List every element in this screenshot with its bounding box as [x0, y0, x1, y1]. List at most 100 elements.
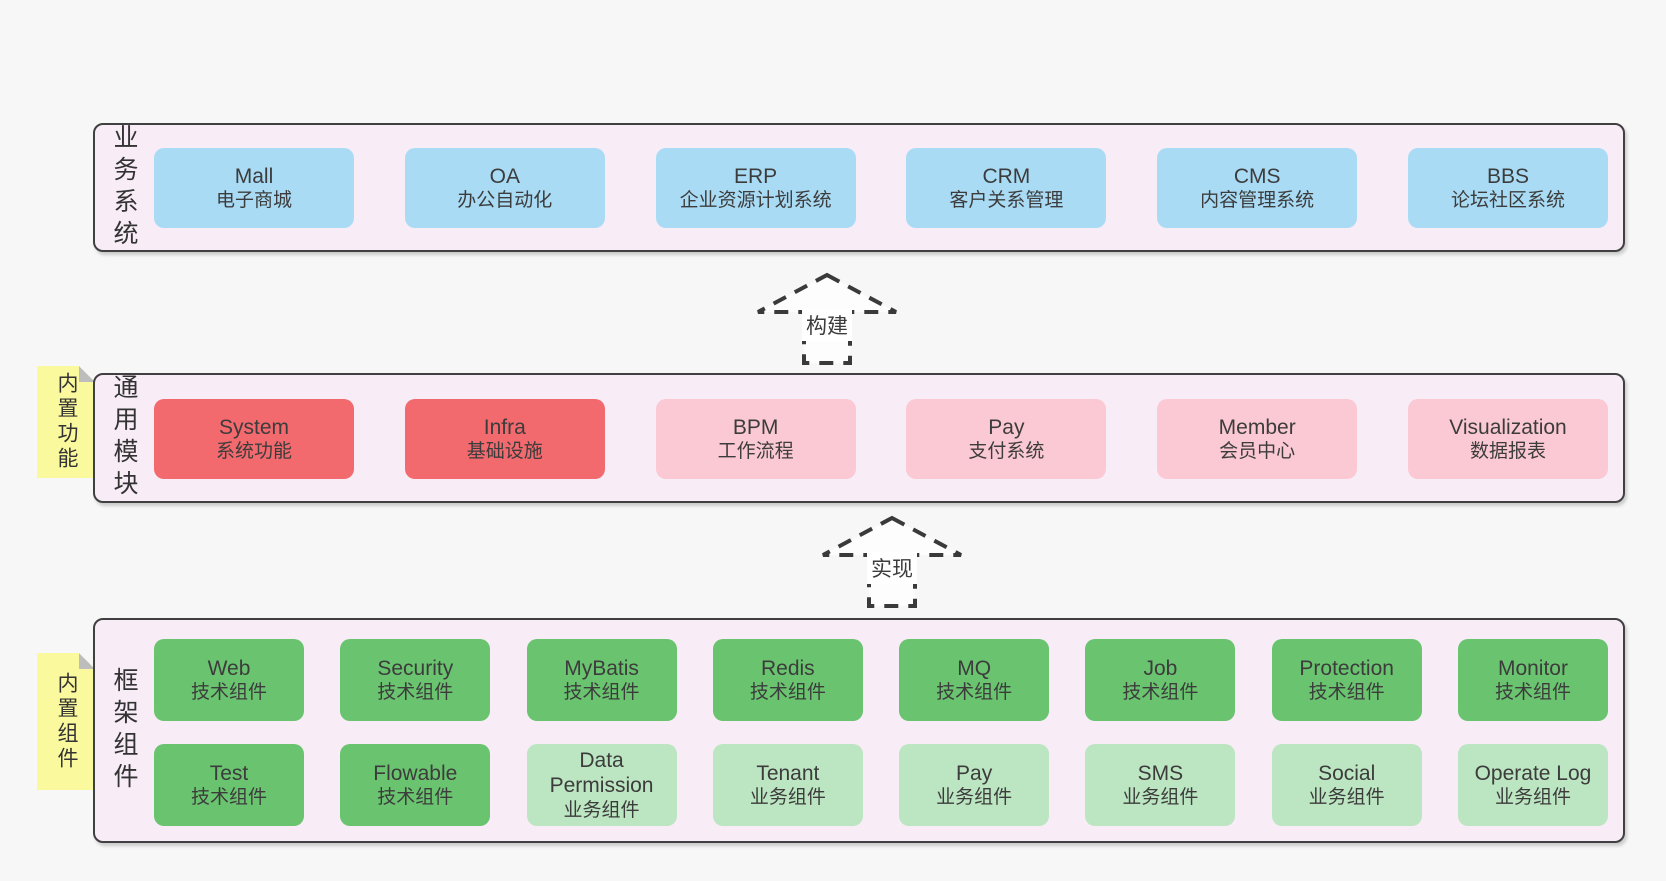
- box-title: System: [218, 415, 289, 439]
- box-subtitle: 数据报表: [1469, 441, 1546, 463]
- box-subtitle: 技术组件: [190, 787, 267, 809]
- box-subtitle: 会员中心: [1219, 441, 1296, 463]
- box-title: Protection: [1299, 656, 1394, 680]
- box-subtitle: 技术组件: [936, 682, 1013, 704]
- box-title: MyBatis: [564, 656, 639, 680]
- build-arrow-label: 构建: [802, 309, 852, 341]
- builtin-components-note-label: 内置组件: [55, 671, 78, 772]
- box-title: Pay: [988, 415, 1025, 439]
- box-subtitle: 技术组件: [749, 682, 826, 704]
- box-title: ERP: [734, 164, 778, 188]
- box-title: CRM: [982, 164, 1031, 188]
- box-subtitle: 业务组件: [936, 787, 1013, 809]
- box-title: Redis: [760, 656, 815, 680]
- builtin-features-note: 内置功能: [37, 366, 95, 478]
- box-title: Pay: [956, 761, 993, 785]
- box-subtitle: 技术组件: [1494, 682, 1571, 704]
- box-title: CMS: [1233, 164, 1281, 188]
- box-subtitle: 系统功能: [215, 441, 292, 463]
- box-subtitle: 基础设施: [466, 441, 543, 463]
- box-title: Flowable: [373, 761, 458, 785]
- band-modules-label: 通用模块: [110, 374, 138, 502]
- box-subtitle: 业务组件: [749, 787, 826, 809]
- builtin-features-note-label: 内置功能: [55, 372, 78, 472]
- box-title: Job: [1143, 656, 1178, 680]
- box-title: Data Permission: [549, 748, 654, 798]
- box-subtitle: 技术组件: [563, 682, 640, 704]
- box-subtitle: 内容管理系统: [1200, 190, 1315, 212]
- box-title: Tenant: [756, 761, 820, 785]
- box-subtitle: 技术组件: [190, 682, 267, 704]
- box-title: Web: [207, 656, 251, 680]
- box-subtitle: 支付系统: [968, 441, 1045, 463]
- box-subtitle: 企业资源计划系统: [679, 190, 832, 212]
- box-subtitle: 业务组件: [1308, 787, 1385, 809]
- box-subtitle: 论坛社区系统: [1450, 190, 1565, 212]
- box-subtitle: 技术组件: [1308, 682, 1385, 704]
- box-title: BPM: [732, 415, 779, 439]
- box-subtitle: 办公自动化: [457, 190, 553, 212]
- box-subtitle: 技术组件: [1122, 682, 1199, 704]
- box-title: Visualization: [1449, 415, 1567, 439]
- box-subtitle: 业务组件: [563, 800, 640, 822]
- box-subtitle: 业务组件: [1122, 787, 1199, 809]
- box-subtitle: 技术组件: [377, 682, 454, 704]
- band-business-label: 业务系统: [110, 123, 138, 252]
- box-title: Social: [1318, 761, 1376, 785]
- box-title: Mall: [234, 164, 274, 188]
- implement-arrow: 实现: [814, 513, 970, 611]
- box-title: Security: [377, 656, 454, 680]
- box-title: OA: [489, 164, 520, 188]
- build-arrow: 构建: [749, 270, 905, 368]
- box-subtitle: 技术组件: [377, 787, 454, 809]
- box-title: Infra: [483, 415, 526, 439]
- box-title: MQ: [957, 656, 992, 680]
- box-subtitle: 工作流程: [717, 441, 794, 463]
- box-title: Member: [1218, 415, 1296, 439]
- box-subtitle: 业务组件: [1494, 787, 1571, 809]
- builtin-components-note: 内置组件: [37, 653, 95, 790]
- box-subtitle: 电子商城: [215, 190, 292, 212]
- box-title: Monitor: [1497, 656, 1568, 680]
- box-title: Operate Log: [1474, 761, 1592, 785]
- box-title: Test: [209, 761, 249, 785]
- box-title: BBS: [1486, 164, 1529, 188]
- implement-arrow-label: 实现: [867, 552, 917, 584]
- band-framework-label: 框架组件: [110, 666, 138, 795]
- box-subtitle: 客户关系管理: [949, 190, 1064, 212]
